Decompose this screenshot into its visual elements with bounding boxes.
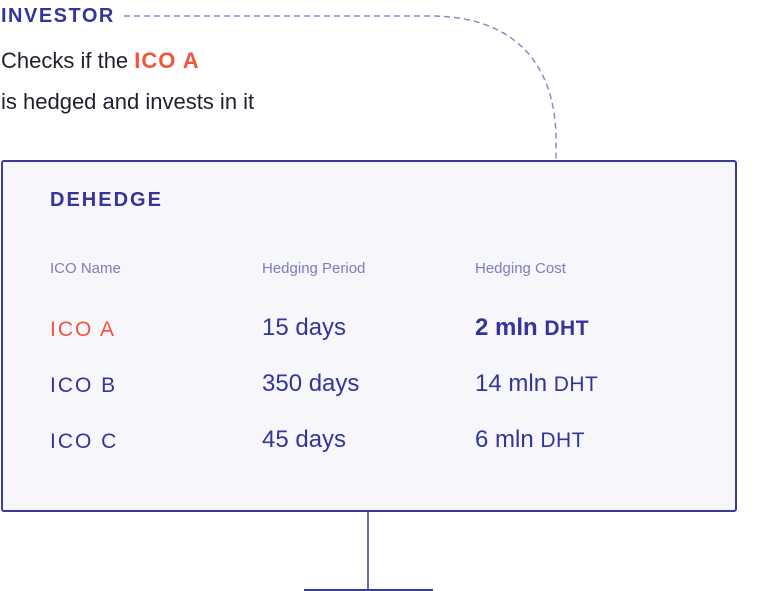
dehedge-panel: DEHEDGE ICO Name Hedging Period Hedging … (1, 160, 737, 512)
row-ico-b-cost: 14 mln DHT (475, 370, 598, 398)
row-ico-c-name[interactable]: ICO C (50, 430, 119, 453)
description-highlight: ICO A (134, 48, 200, 73)
cost-value: 2 mln (475, 314, 538, 341)
header-hedging-period: Hedging Period (262, 260, 366, 277)
actor-label: INVESTOR (1, 5, 115, 27)
header-ico-name: ICO Name (50, 260, 121, 277)
cost-value: 14 mln (475, 370, 548, 397)
cost-unit: DHT (544, 317, 590, 340)
description-line-1: Checks if the ICO A (1, 48, 200, 74)
row-ico-a-period: 15 days (262, 314, 347, 341)
description-prefix: Checks if the (1, 48, 129, 73)
row-ico-b-period: 350 days (262, 370, 360, 397)
row-ico-a-name[interactable]: ICO A (50, 318, 117, 341)
cost-unit: DHT (553, 373, 599, 396)
cost-value: 6 mln (475, 426, 534, 453)
row-ico-c-period: 45 days (262, 426, 347, 453)
header-hedging-cost: Hedging Cost (475, 260, 566, 277)
row-ico-a-cost: 2 mln DHT (475, 314, 589, 342)
row-ico-b-name[interactable]: ICO B (50, 374, 118, 397)
panel-title: DEHEDGE (50, 189, 163, 211)
description-line-2: is hedged and invests in it (1, 89, 255, 114)
dashed-arrow-path (124, 15, 557, 212)
cost-unit: DHT (540, 429, 586, 452)
row-ico-c-cost: 6 mln DHT (475, 426, 585, 454)
